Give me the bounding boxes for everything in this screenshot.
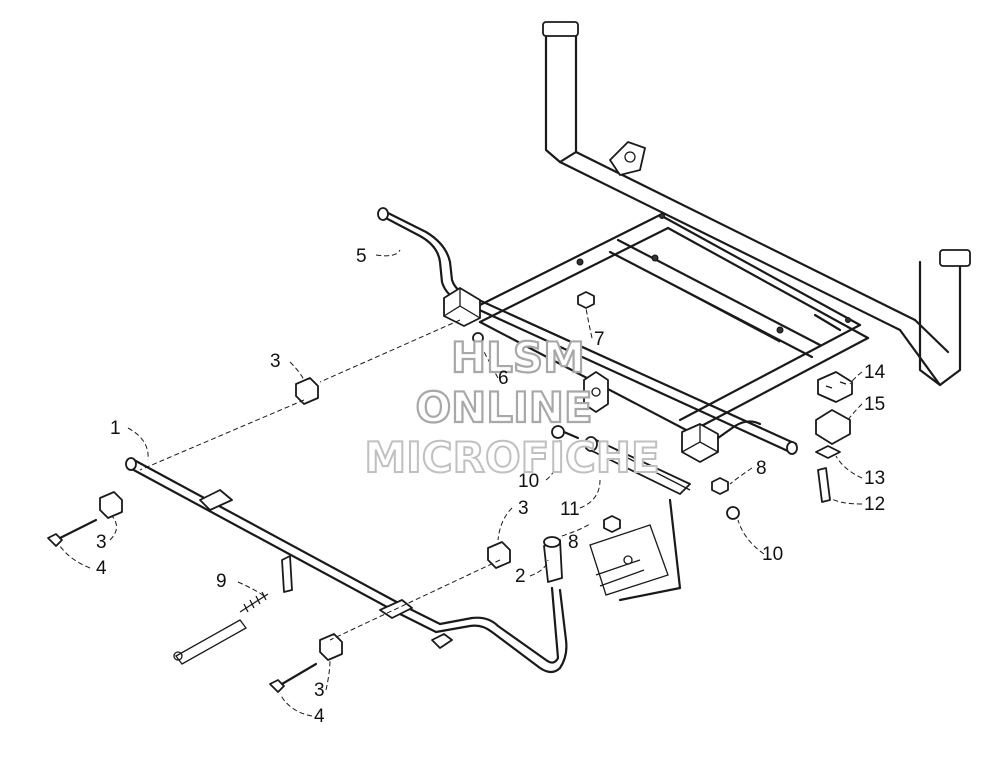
tube-part-5 [377,207,798,463]
clamp-assembly [815,371,853,503]
callout-6: 6 [498,368,509,389]
hardware-small [472,291,740,533]
callout-15: 15 [864,394,885,415]
rear-frame [468,21,971,434]
callout-3-bottom: 3 [314,680,325,701]
callout-11: 11 [560,499,580,520]
callout-1: 1 [110,418,121,439]
callout-10-upper: 10 [518,471,539,492]
callout-4-left: 4 [96,558,107,579]
callout-10-lower: 10 [762,544,783,565]
watermark-line-2: ONLINE [415,383,592,432]
callout-7: 7 [594,329,605,350]
watermark-line-1: HLSM [451,333,585,382]
callout-13: 13 [864,468,885,489]
callout-8-lower: 8 [568,532,579,553]
mount-plate [589,498,682,602]
spring-lever-part-9 [173,555,293,665]
watermark-line-3: MICROFICHE [364,433,659,482]
callout-labels: 1 2 3 3 3 3 4 4 5 6 7 8 8 9 10 10 11 12 … [96,246,886,727]
main-rod-part-1 [125,457,568,674]
callout-8-right: 8 [756,458,767,479]
callout-12: 12 [864,494,885,515]
callout-3-top: 3 [270,351,281,372]
watermark: HLSM ONLINE MICROFICHE [363,332,660,483]
callout-5: 5 [356,246,367,267]
callout-3-left: 3 [96,532,107,553]
callout-2: 2 [515,566,526,587]
callout-9: 9 [216,571,227,592]
callout-14: 14 [864,362,886,383]
callout-4-bottom: 4 [314,706,325,727]
bolts-part-4 [47,518,318,693]
leader-lines [59,249,863,717]
callout-3-mid: 3 [518,498,529,519]
bushings-part-3 [99,377,511,661]
